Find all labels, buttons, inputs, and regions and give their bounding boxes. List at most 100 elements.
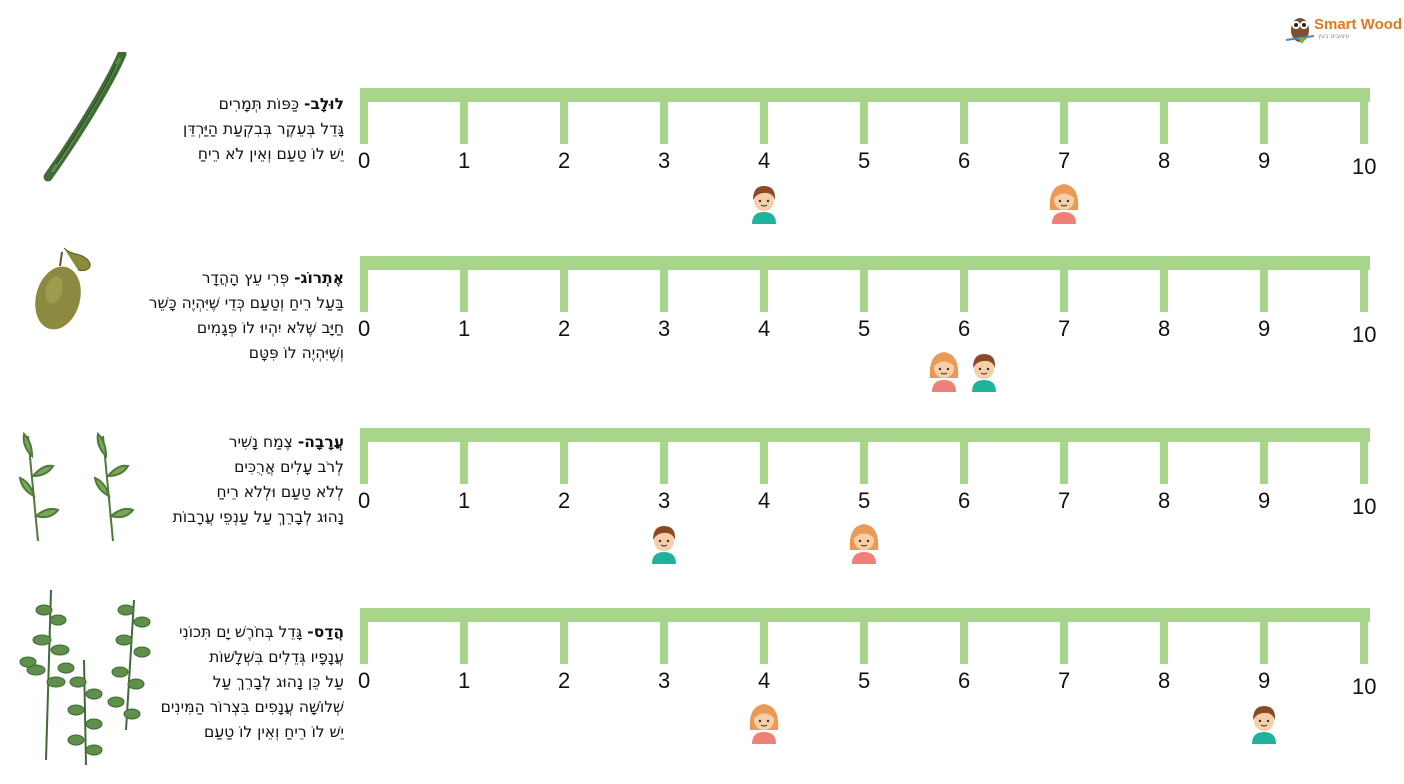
arava-line-1: צֶמַח נָשִׁיר: [228, 433, 293, 451]
ruler-tick: [460, 608, 468, 664]
ruler-tick: [460, 88, 468, 144]
girl-marker-icon: [926, 348, 962, 392]
tick-label: 8: [1158, 148, 1171, 173]
ruler-tick: [360, 256, 368, 312]
lulav-line-2: גָּדֵל בְּעֵקֶר בְּבִקְעַת הַיַּרְדֵּן: [183, 120, 344, 138]
ruler-tick: [860, 608, 868, 664]
section-etrog: אֶתְרוֹג- פְּרִי עֵץ הָהֲדָר בַּעַל רֵיח…: [0, 247, 1404, 430]
ruler-tick: [760, 428, 768, 484]
ruler-tick: [1360, 428, 1368, 484]
tick-label: 1: [458, 148, 471, 173]
ruler-tick: [360, 428, 368, 484]
girl-marker-icon: [846, 520, 882, 564]
tick-label: 9: [1258, 316, 1271, 341]
tick-label: 4: [758, 148, 771, 173]
tick-label: 5: [858, 316, 871, 341]
etrog-title: אֶתְרוֹג-: [294, 269, 344, 287]
tick-label: 0: [358, 668, 371, 693]
boy-marker-icon: [1246, 700, 1282, 744]
ruler-tick: [960, 256, 968, 312]
tick-label: 7: [1058, 148, 1071, 173]
palm-frond-icon: [43, 52, 127, 182]
tick-label: 7: [1058, 488, 1071, 513]
tick-label: 5: [858, 488, 871, 513]
tick-label: 6: [958, 148, 971, 173]
ruler-tick: [460, 428, 468, 484]
logo-text: Smart Wood: [1314, 16, 1403, 33]
hadas-line-2: עֲנָפָיו גְּדֵלִים בִּשְׁלָשׁוֹת: [209, 648, 344, 666]
arava-line-3: לְלֹא טַעַם וּלְלֹא רֵיחַ: [216, 483, 345, 501]
ruler-tick: [360, 608, 368, 664]
ruler-tick: [1260, 88, 1268, 144]
tick-label: 6: [958, 316, 971, 341]
tick-label: 7: [1058, 316, 1071, 341]
myrtle-icon: [19, 590, 151, 766]
ruler-tick: [960, 88, 968, 144]
ruler-tick: [360, 88, 368, 144]
boy-marker-icon: [646, 520, 682, 564]
ruler-tick: [760, 88, 768, 144]
boy-marker-icon: [746, 180, 782, 224]
hadas-line-4: שְׁלוֹשָׁה עֲנָפִים בִּצְרוֹר הַמִּינִים: [160, 698, 344, 716]
etrog-line-4: וְשֶׁיִּהְיֶה לוֹ פִּטָּם: [248, 344, 344, 362]
tick-label: 1: [458, 668, 471, 693]
ruler-tick: [860, 428, 868, 484]
lulav-title: לוּלָב-: [304, 95, 344, 113]
ruler-tick: [1160, 88, 1168, 144]
ruler-tick: [1160, 428, 1168, 484]
tick-label: 9: [1258, 148, 1271, 173]
tick-label: 1: [458, 488, 471, 513]
hadas-line-5: יֵשׁ לוֹ רֵיחַ וְאֵין לוֹ טַעַם: [204, 723, 344, 741]
tick-label: 1: [458, 316, 471, 341]
smart-wood-logo: Smart Wood עיצובים בעץ: [1284, 10, 1402, 50]
tick-label: 7: [1058, 668, 1071, 693]
hadas-ruler: [360, 608, 1370, 664]
etrog-line-3: חַיָּב שֶׁלֹּא יִהְיוּ לוֹ פְּגָמִים: [196, 319, 344, 337]
girl-marker-icon: [1046, 180, 1082, 224]
tick-label: 3: [658, 148, 671, 173]
tick-label: 8: [1158, 488, 1171, 513]
ruler-tick: [1360, 256, 1368, 312]
tick-label: 10: [1352, 154, 1377, 179]
logo-subtext: עיצובים בעץ: [1318, 33, 1350, 40]
lulav-description: לוּלָב- כַּפּוֹת תְּמָרִים גָּדֵל בְּעֵק…: [183, 92, 344, 167]
etrog-description: אֶתְרוֹג- פְּרִי עֵץ הָהֲדָר בַּעַל רֵיח…: [149, 266, 344, 366]
tick-label: 3: [658, 668, 671, 693]
arava-title: עֲרָבָה-: [297, 433, 344, 451]
tick-label: 9: [1258, 668, 1271, 693]
arava-ruler: [360, 428, 1370, 484]
tick-label: 8: [1158, 668, 1171, 693]
owl-icon: [1285, 18, 1315, 44]
tick-label: 0: [358, 148, 371, 173]
willow-icon: [18, 431, 135, 542]
section-arava: עֲרָבָה- צֶמַח נָשִׁיר לְרֹב עָלִים אֲרֻ…: [0, 422, 1404, 602]
lulav-line-1: כַּפּוֹת תְּמָרִים: [218, 95, 300, 113]
etrog-ruler: [360, 256, 1370, 312]
tick-label: 4: [758, 488, 771, 513]
ruler-tick: [560, 256, 568, 312]
ruler-tick: [1360, 88, 1368, 144]
tick-label: 5: [858, 668, 871, 693]
arava-line-2: לְרֹב עָלִים אֲרֻכִּים: [234, 458, 344, 476]
ruler-tick: [1260, 256, 1268, 312]
ruler-tick: [560, 608, 568, 664]
tick-label: 5: [858, 148, 871, 173]
ruler-tick: [1060, 608, 1068, 664]
ruler-tick: [960, 608, 968, 664]
ruler-tick: [860, 88, 868, 144]
tick-label: 6: [958, 488, 971, 513]
ruler-tick: [560, 428, 568, 484]
ruler-tick: [760, 256, 768, 312]
ruler-tick: [660, 428, 668, 484]
hadas-line-1: גָּדֵל בְּחֹרֶשׁ יָם תִּכוֹנִי: [179, 623, 303, 641]
tick-label: 0: [358, 316, 371, 341]
hadas-line-3: עַל כֵּן נָהוּג לְבָרֵךְ עַל: [212, 673, 344, 691]
ruler-tick: [660, 608, 668, 664]
arava-line-4: נָהוּג לְבָרֵךְ עַל עַנְפֵי עֲרָבוֹת: [172, 508, 344, 526]
tick-label: 2: [558, 148, 571, 173]
hadas-title: הֲדַס-: [307, 623, 344, 641]
section-hadas: הֲדַס- גָּדֵל בְּחֹרֶשׁ יָם תִּכוֹנִי עֲ…: [0, 590, 1404, 782]
